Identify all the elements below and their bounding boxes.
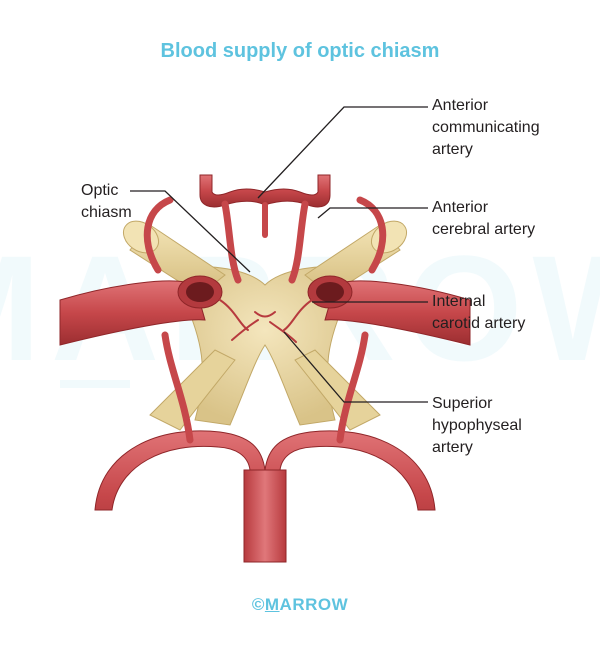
label-superior-hypophyseal-artery: Superior hypophyseal artery bbox=[432, 395, 522, 456]
anterior-cerebral-arteries bbox=[199, 174, 331, 284]
anterior-communicating-artery bbox=[199, 174, 331, 208]
label-optic-chiasm: Optic chiasm bbox=[81, 182, 132, 221]
internal-carotid-arteries bbox=[59, 196, 471, 444]
leader-superior-hypophyseal bbox=[283, 331, 428, 403]
label-anterior-cerebral-artery: Anterior cerebral artery bbox=[432, 199, 536, 238]
superior-hypophyseal-arteries bbox=[219, 299, 313, 343]
copyright-symbol: © bbox=[251, 595, 265, 614]
basilar-artery bbox=[243, 469, 287, 563]
leader-optic-chiasm bbox=[130, 190, 251, 273]
marrow-logo: ©MARROW bbox=[0, 595, 600, 615]
logo-rest: ARROW bbox=[279, 595, 349, 614]
label-anterior-communicating-artery: Anterior communicating artery bbox=[432, 97, 540, 158]
optic-chiasm bbox=[149, 266, 381, 431]
logo-first-letter: M bbox=[264, 595, 280, 614]
label-internal-carotid-artery: Internal carotid artery bbox=[432, 293, 526, 332]
posterior-arch bbox=[94, 430, 436, 563]
leader-lines bbox=[130, 106, 428, 403]
leader-anterior-communicating bbox=[257, 106, 428, 199]
leader-anterior-cerebral bbox=[317, 207, 428, 219]
diagram-title: Blood supply of optic chiasm bbox=[160, 40, 440, 62]
